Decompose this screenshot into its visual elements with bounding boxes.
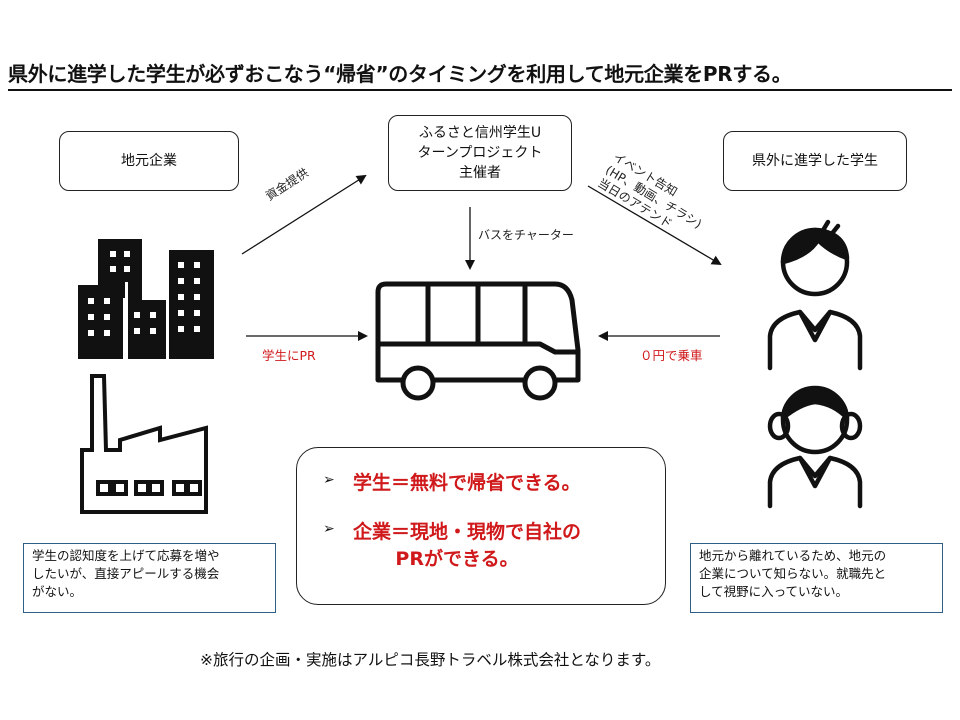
male-student-icon bbox=[767, 219, 863, 371]
footer-note: ※旅行の企画・実施はアルピコ長野トラベル株式会社となります。 bbox=[200, 651, 661, 669]
benefit-students: ➢ 学生＝無料で帰省できる。 bbox=[323, 468, 665, 495]
students-note: 地元から離れているため、地元の 企業について知らない。就職先と して視野に入って… bbox=[690, 543, 943, 613]
company-note-line-1: 学生の認知度を上げて応募を増や bbox=[32, 548, 220, 563]
pr-label: 学生にPR bbox=[262, 348, 316, 363]
funding-arrow bbox=[241, 174, 367, 255]
benefit-companies-line-2: PRができる。 bbox=[395, 548, 519, 570]
factory-icon bbox=[80, 374, 208, 514]
arrow-bullet-icon: ➢ bbox=[323, 521, 335, 537]
organizer-line-1: ふるさと信州学生U bbox=[418, 125, 542, 141]
female-student-icon bbox=[767, 385, 863, 509]
benefit-companies: ➢ 企業＝現地・現物で自社の PRができる。 bbox=[323, 517, 665, 571]
page-title: 県外に進学した学生が必ずおこなう“帰省”のタイミングを利用して地元企業をPRする… bbox=[8, 58, 952, 91]
company-note-line-2: したいが、直接アピールする機会 bbox=[32, 566, 220, 581]
company-note: 学生の認知度を上げて応募を増や したいが、直接アピールする機会 がない。 bbox=[23, 543, 276, 613]
charter-label: バスをチャーター bbox=[478, 228, 574, 242]
company-note-line-3: がない。 bbox=[32, 584, 83, 599]
benefit-students-text: 学生＝無料で帰省できる。 bbox=[353, 472, 581, 494]
students-label: 県外に進学した学生 bbox=[752, 153, 878, 169]
students-node: 県外に進学した学生 bbox=[723, 131, 907, 191]
office-buildings-icon bbox=[78, 239, 214, 359]
students-note-line-2: 企業について知らない。就職先と bbox=[699, 566, 887, 581]
notice-arrow bbox=[587, 185, 722, 266]
students-note-line-3: して視野に入っていない。 bbox=[699, 584, 849, 599]
organizer-line-2: ターンプロジェクト bbox=[417, 145, 543, 161]
company-node: 地元企業 bbox=[59, 131, 239, 191]
organizer-node: ふるさと信州学生U ターンプロジェクト 主催者 bbox=[388, 115, 572, 191]
free-ride-label: ０円で乗車 bbox=[640, 348, 703, 363]
benefits-box: ➢ 学生＝無料で帰省できる。 ➢ 企業＝現地・現物で自社の PRができる。 bbox=[296, 447, 666, 605]
benefit-companies-line-1: 企業＝現地・現物で自社の bbox=[353, 521, 582, 543]
bus-icon bbox=[375, 281, 581, 401]
arrow-bullet-icon: ➢ bbox=[323, 472, 335, 488]
company-label: 地元企業 bbox=[121, 153, 177, 169]
students-note-line-1: 地元から離れているため、地元の bbox=[699, 548, 887, 563]
organizer-line-3: 主催者 bbox=[458, 165, 501, 181]
